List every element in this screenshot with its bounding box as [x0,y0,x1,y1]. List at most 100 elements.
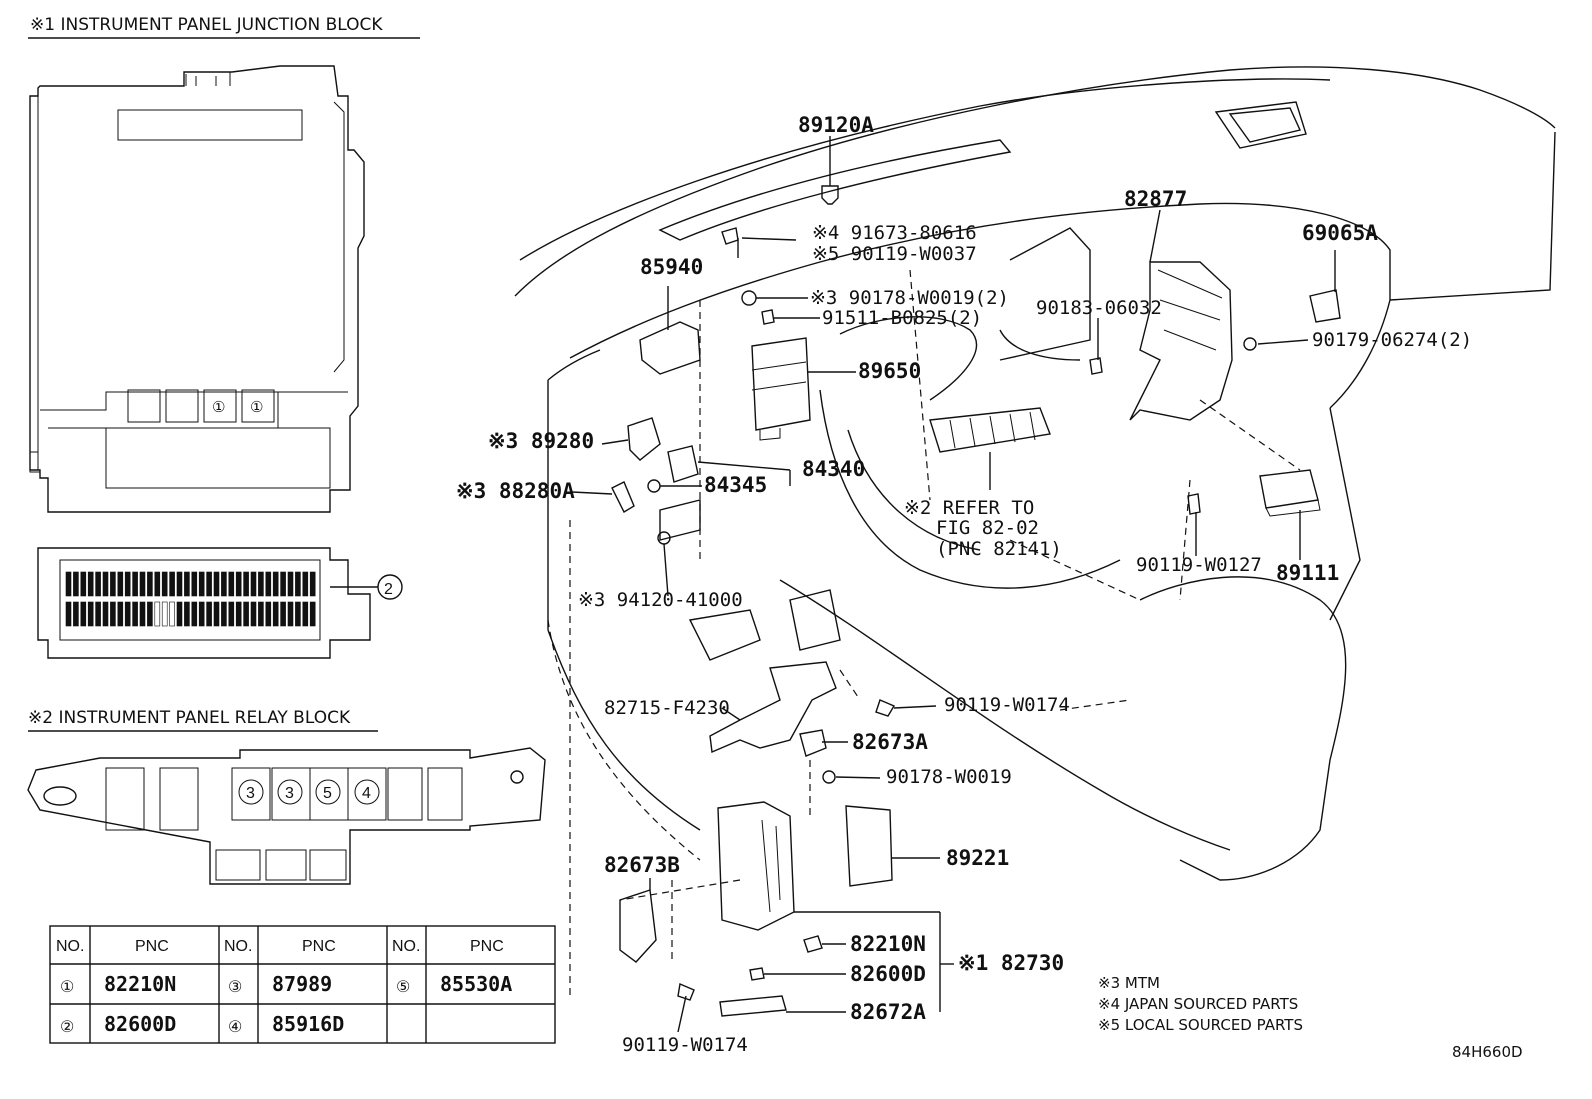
fuse-slot [95,601,101,627]
label-89221: 89221 [946,846,1009,870]
fuse-slot [80,601,87,627]
fuse-slot [265,601,272,627]
label-refer-to: ※2 REFER TO [904,497,1034,519]
fuse-slot [95,571,101,597]
fuse-slot [280,601,286,627]
fuse-slot [206,571,212,597]
fuse-slot [309,571,316,597]
th-no-3: NO. [392,938,420,955]
label-91673-80616: ※4 91673-80616 [812,222,977,244]
relay-callout-3a: 3 [246,785,255,802]
fuse-slot [154,601,161,627]
fuse-slot [287,601,294,627]
leader-lines [571,136,1336,1033]
label-82210N: 82210N [850,932,926,956]
th-pnc-1: PNC [135,938,169,955]
label-84340: 84340 [802,457,865,481]
part-shapes [611,185,1341,1017]
label-refer-pnc: (PNC 82141) [936,538,1062,560]
label-refer-fig: FIG 82-02 [936,517,1039,539]
junction-block-drawing [29,65,365,513]
callout-1b: ① [250,398,263,416]
fuse-slot [184,571,190,597]
label-89120A: 89120A [798,113,874,137]
fuse-slot [309,601,316,627]
fuse-slot [139,601,146,627]
fuse-slot [176,601,183,627]
th-no-1: NO. [56,938,84,955]
fuse-slot [295,601,301,627]
label-82715-F4230: 82715-F4230 [604,697,730,719]
fuse-slot [235,571,242,597]
label-85940: 85940 [640,255,703,279]
fuse-slot [80,571,87,597]
label-94120-41000: ※3 94120-41000 [578,589,743,611]
note-mtm: ※3 MTM [1098,974,1160,992]
fuse-slot [102,601,109,627]
label-82673B: 82673B [604,853,680,877]
label-82673A: 82673A [852,730,928,754]
row2-pnc1: 82600D [104,1012,176,1036]
fuse-slot [65,601,72,627]
fuse-slot [117,601,124,627]
fuse-slot [154,571,161,597]
junction-block-side-drawing [37,547,403,659]
row1-pnc3: 85530A [440,972,512,996]
fuse-slot [161,601,168,627]
fuse-slot [272,601,279,627]
label-82600D: 82600D [850,962,926,986]
row1-no1: ① [60,979,74,996]
fuse-slot [102,571,109,597]
th-pnc-2: PNC [302,938,336,955]
label-84345: 84345 [704,473,767,497]
th-no-2: NO. [224,938,252,955]
fuse-slot [295,571,301,597]
relay-callout-5: 5 [323,785,332,802]
fuse-slot [206,601,212,627]
fuse-slot [213,571,220,597]
fuse-slot [169,571,175,597]
fuse-slot [110,571,116,597]
fuse-slot [198,571,205,597]
fuse-slot [147,601,153,627]
fuse-slot [280,571,286,597]
fuse-slot [73,571,79,597]
fuse-slot [243,571,249,597]
fuse-slot [250,601,257,627]
callout-2-label: 2 [384,581,393,598]
row2-pnc2: 85916D [272,1012,344,1036]
fuse-slot [73,601,79,627]
fuse-slot [184,601,190,627]
fuse-slot [139,571,146,597]
fuse-slot [117,571,124,597]
label-69065A: 69065A [1302,221,1378,245]
callout-1a: ① [212,398,225,416]
fuse-slot [147,571,153,597]
fuse-slot [87,571,94,597]
fuse-slot [302,571,309,597]
label-89111: 89111 [1276,561,1339,585]
fuse-slot [169,601,175,627]
fuse-slot [161,571,168,597]
diagram-code: 84H660D [1452,1043,1523,1061]
relay-block-title: ※2 INSTRUMENT PANEL RELAY BLOCK [28,708,351,728]
fuse-slot [124,601,131,627]
label-88280A: ※3 88280A [456,479,575,503]
dashboard-outline [514,66,1556,1000]
label-91511-B0825: 91511-B0825(2) [822,307,982,329]
relay-callout-4: 4 [362,785,371,802]
junction-block-title: ※1 INSTRUMENT PANEL JUNCTION BLOCK [30,15,383,35]
fuse-slot [287,571,294,597]
fuse-slot [132,571,138,597]
fuse-slot [87,601,94,627]
fuse-slot [258,571,264,597]
row1-no2: ③ [228,979,242,996]
fuse-slot [228,601,235,627]
fuse-slot [176,571,183,597]
fuse-slot [250,571,257,597]
label-82877: 82877 [1124,187,1187,211]
note-local: ※5 LOCAL SOURCED PARTS [1098,1016,1303,1034]
th-pnc-3: PNC [470,938,504,955]
fuse-slot [132,601,138,627]
